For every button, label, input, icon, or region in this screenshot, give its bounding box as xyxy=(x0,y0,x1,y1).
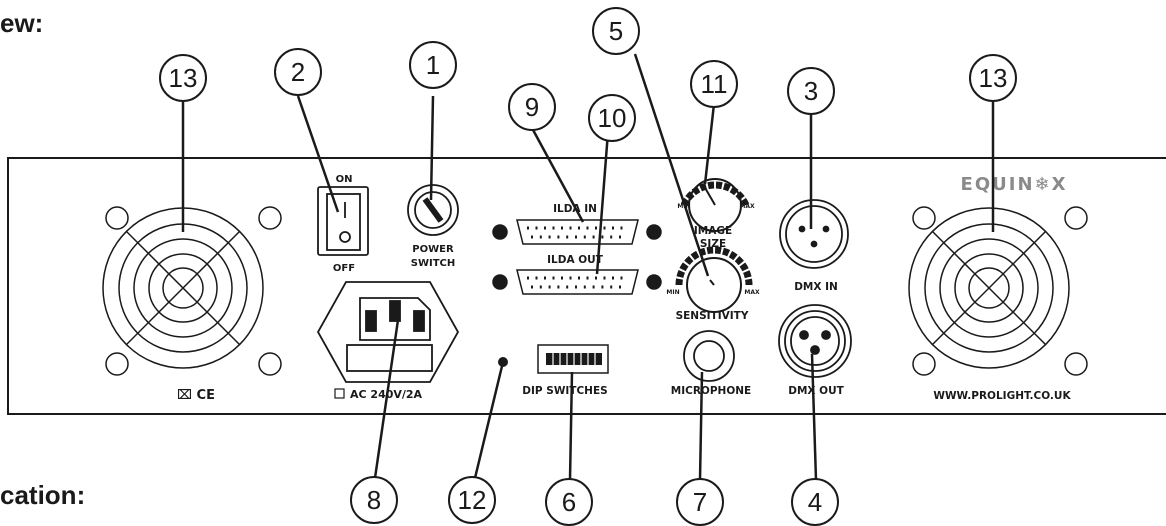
checkbox-icon xyxy=(334,388,345,399)
microphone-label: MICROPHONE xyxy=(671,385,751,397)
callout-5: 5 xyxy=(609,16,623,46)
callout-8: 8 xyxy=(367,485,381,515)
ac-power-inlet[interactable] xyxy=(316,281,460,383)
sensitivity-max-label: MAX xyxy=(744,289,760,296)
callout-3: 3 xyxy=(804,76,818,106)
callout-circles xyxy=(159,7,1017,526)
callout-7: 7 xyxy=(693,487,707,517)
callout-2: 2 xyxy=(291,57,305,87)
heading-location: cation: xyxy=(0,480,86,510)
power-key-switch[interactable] xyxy=(407,184,459,236)
callout-4: 4 xyxy=(808,487,822,517)
callout-1: 1 xyxy=(426,50,440,80)
image-size-label-line1: IMAGE xyxy=(694,225,732,237)
dmx-in-connector[interactable] xyxy=(779,199,849,269)
callout-11: 11 xyxy=(701,69,728,99)
panel-outline xyxy=(7,157,1166,415)
fan-left-icon xyxy=(102,206,282,376)
image-size-max-label: MAX xyxy=(739,203,755,210)
image-size-knob[interactable] xyxy=(680,178,750,232)
sensitivity-label: SENSITIVITY xyxy=(676,310,749,322)
dmx-out-connector[interactable] xyxy=(778,304,852,378)
rocker-switch[interactable] xyxy=(317,186,369,256)
sensitivity-min-label: MIN xyxy=(666,289,679,296)
callout-12: 12 xyxy=(458,485,487,515)
brand-logo: EQUIN❄X xyxy=(961,174,1068,195)
ilda-in-connector[interactable] xyxy=(492,219,662,245)
callout-13-right: 13 xyxy=(979,63,1008,93)
sensitivity-knob[interactable] xyxy=(675,246,753,313)
dip-switches-label: DIP SWITCHES xyxy=(522,385,607,397)
ilda-out-connector[interactable] xyxy=(492,269,662,295)
power-switch-label-line2: SWITCH xyxy=(411,258,455,269)
callout-6: 6 xyxy=(562,487,576,517)
website-label: WWW.PROLIGHT.CO.UK xyxy=(933,390,1071,402)
microphone-jack[interactable] xyxy=(683,330,735,382)
callout-10: 10 xyxy=(598,103,627,133)
power-switch-label-line1: POWER xyxy=(412,244,454,255)
dip-switch-block[interactable] xyxy=(537,344,609,374)
ilda-out-label: ILDA OUT xyxy=(547,254,604,266)
dmx-in-label: DMX IN xyxy=(794,281,838,293)
switch-off-label: OFF xyxy=(333,263,355,274)
fan-right-icon xyxy=(908,206,1088,376)
switch-on-label: ON xyxy=(336,174,353,185)
dmx-out-label: DMX OUT xyxy=(788,385,844,397)
callout-13-left: 13 xyxy=(169,63,198,93)
callout-9: 9 xyxy=(525,92,539,122)
heading-view: ew: xyxy=(0,8,44,38)
certification-marks: ⌧ CE xyxy=(177,388,215,403)
leader-lines xyxy=(181,53,995,481)
